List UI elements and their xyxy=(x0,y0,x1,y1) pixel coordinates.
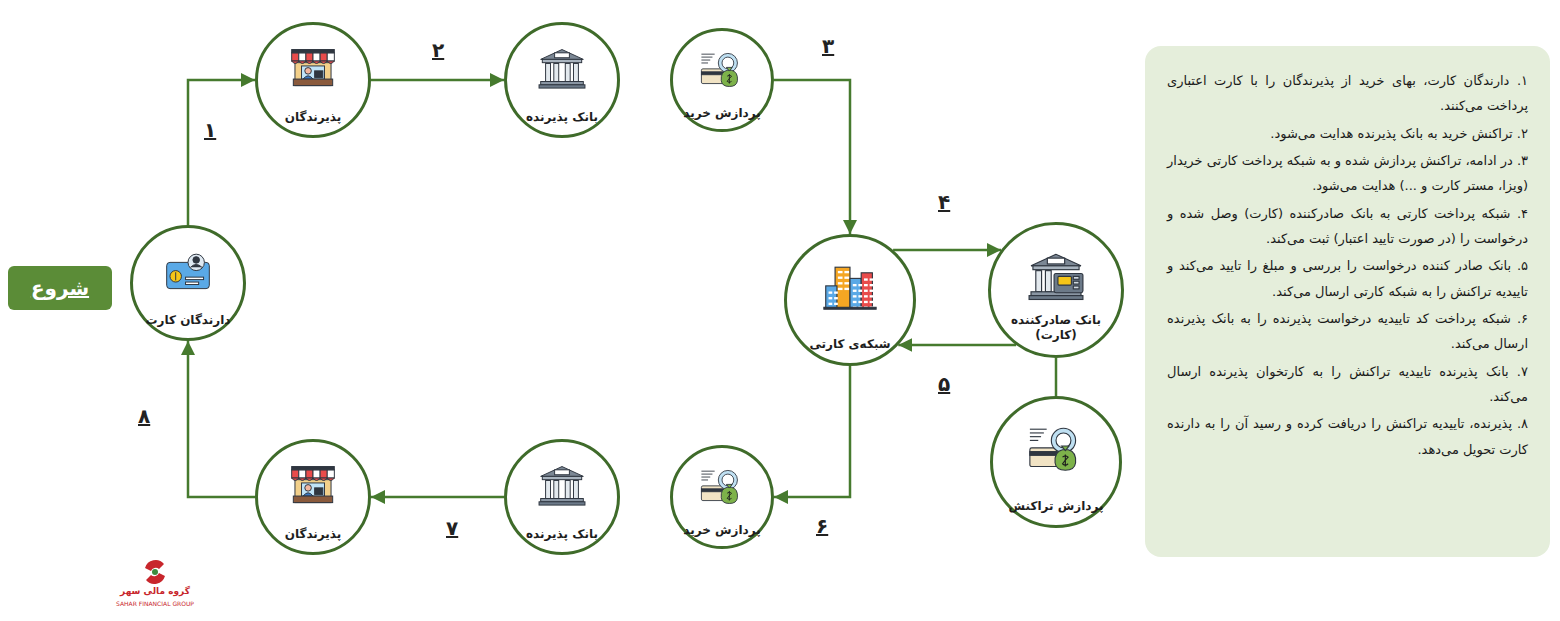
step-number: ۵ xyxy=(938,372,950,396)
step-number: ۸ xyxy=(138,404,150,428)
flow-connector xyxy=(774,366,850,497)
step-text: ۶. شبکه پرداخت کد تاییدیه درخواست پذیرند… xyxy=(1167,306,1528,357)
purchase-process-circle: پردازش خرید xyxy=(670,445,774,549)
step-text: ۷. بانک پذیرنده تاییدیه تراکنش را به کار… xyxy=(1167,359,1528,410)
flow-connector xyxy=(188,80,255,225)
node-label: پذیرندگان xyxy=(285,110,342,126)
acquirer-bank-circle: بانک پذیرنده xyxy=(504,22,620,138)
node-label: بانک صادرکننده (کارت) xyxy=(1004,313,1109,344)
logo-text: SAHAR FINANCIAL GROUP xyxy=(116,600,194,607)
card-network-circle: شبکه‌ی کارتی xyxy=(784,234,916,366)
step-text: ۲. تراکنش خرید به بانک پذیرنده هدایت می‌… xyxy=(1167,121,1528,146)
step-text: ۳. در ادامه، تراکنش پردازش شده و به شبکه… xyxy=(1167,148,1528,199)
bank-icon xyxy=(539,50,585,89)
step-number: ۶ xyxy=(816,514,828,538)
node-label: پردازش خرید xyxy=(683,523,760,539)
steps-panel: ۱. دارندگان کارت، بهای خرید از پذیرندگان… xyxy=(1145,46,1550,557)
step-number: ۱ xyxy=(204,118,216,142)
purchase-process-circle: پردازش خرید xyxy=(670,28,774,132)
flow-connector xyxy=(774,80,850,234)
step-text: ۱. دارندگان کارت، بهای خرید از پذیرندگان… xyxy=(1167,68,1528,119)
step-number: ۳ xyxy=(822,34,834,58)
flow-connector xyxy=(1055,358,1058,396)
bank-icon xyxy=(539,467,585,506)
step-number: ۴ xyxy=(938,190,950,214)
flow-connector xyxy=(188,341,255,497)
start-label: شروع xyxy=(31,276,89,300)
flow-connector xyxy=(371,496,504,499)
city-icon xyxy=(824,267,876,314)
issuer-icon xyxy=(1029,254,1083,299)
transaction-process-circle: پردازش تراکنش xyxy=(990,396,1122,528)
flow-connector xyxy=(371,79,504,82)
logo-mark xyxy=(145,560,165,584)
shop-icon xyxy=(292,467,335,503)
step-number: ۷ xyxy=(446,516,458,540)
start-button: شروع xyxy=(8,266,112,310)
flow-connector xyxy=(893,249,1001,252)
money-icon xyxy=(701,53,737,86)
node-label: پردازش خرید xyxy=(683,106,760,122)
shop-icon xyxy=(292,50,335,86)
node-label: دارندگان کارت xyxy=(146,313,231,329)
step-text: ۵. بانک صادر کننده درخواست را بررسی و مب… xyxy=(1167,253,1528,304)
node-label: بانک پذیرنده xyxy=(526,527,598,543)
node-label: بانک پذیرنده xyxy=(526,110,598,126)
acquirer-bank-circle: بانک پذیرنده xyxy=(504,439,620,555)
money-icon xyxy=(1030,428,1076,470)
step-text: ۴. شبکه پرداخت کارتی به بانک صادرکننده (… xyxy=(1167,201,1528,252)
step-text: ۸. پذیرنده، تاییدیه تراکنش را دریافت کرد… xyxy=(1167,411,1528,462)
card-holder-circle: دارندگان کارت xyxy=(130,225,246,341)
money-icon xyxy=(701,470,737,503)
card-icon xyxy=(167,254,210,288)
merchant-circle: پذیرندگان xyxy=(255,439,371,555)
merchant-circle: پذیرندگان xyxy=(255,22,371,138)
node-label: پذیرندگان xyxy=(285,527,342,543)
issuer-bank-circle: بانک صادرکننده (کارت) xyxy=(988,222,1124,358)
node-label: پردازش تراکنش xyxy=(1009,499,1104,515)
logo-text: گروه مالی سهر xyxy=(120,586,190,596)
node-label: شبکه‌ی کارتی xyxy=(809,337,890,353)
step-number: ۲ xyxy=(432,38,444,62)
flow-connector xyxy=(898,344,1016,347)
